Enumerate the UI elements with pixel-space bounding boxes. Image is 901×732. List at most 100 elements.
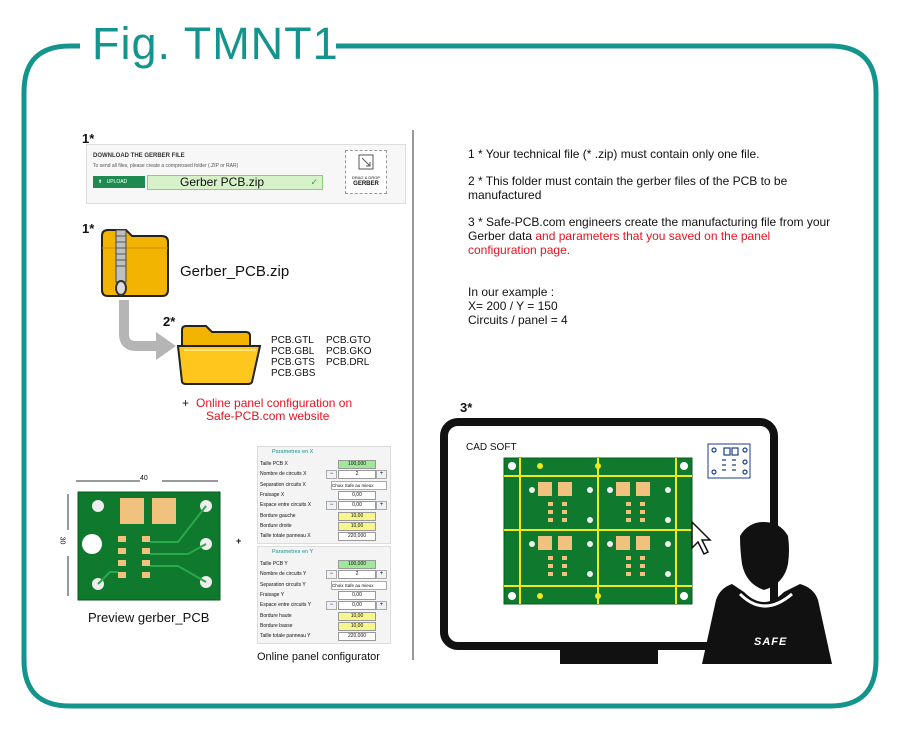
step1-marker: 1* <box>82 131 95 146</box>
check-icon: ✓ <box>310 177 318 187</box>
config-input[interactable]: 100,000 <box>338 560 376 569</box>
config-x-heading: Parametres en X <box>272 449 314 455</box>
configurator-caption: Online panel configurator <box>257 651 380 663</box>
config-input[interactable]: 0,00 <box>338 501 376 511</box>
config-input[interactable]: 10,00 <box>338 521 376 531</box>
upload-box: DOWNLOAD THE GERBER FILE To send all fil… <box>86 144 406 204</box>
config-row: Nombre de circuits Y 2− + <box>258 569 390 580</box>
config-input[interactable]: 0,00 <box>338 490 376 500</box>
config-input[interactable]: 10,00 <box>338 511 376 521</box>
config-row-label: Separation circuits X <box>260 481 306 488</box>
figure-title: Fig. TMNT1 <box>92 18 339 69</box>
shirt-logo: SAFE <box>754 636 788 648</box>
note-3-highlight: and parameters that you saved on the pan… <box>468 229 771 257</box>
config-input[interactable]: 2 <box>338 570 376 580</box>
config-row-label: Bordure gauche <box>260 512 296 519</box>
note-1: 1 * Your technical file (* .zip) must co… <box>468 147 760 161</box>
config-row: Bordure droite 10,00 <box>258 521 390 531</box>
upload-subtext: To send all files, please create a compr… <box>93 163 239 169</box>
gerber-file: PCB.GBL <box>271 346 315 357</box>
example-line: Circuits / panel = 4 <box>468 313 568 327</box>
config-row: Bordure gauche 10,00 <box>258 511 390 521</box>
config-row: Taille totale panneau X 220,000 <box>258 531 390 542</box>
drag-drop-title: GERBER <box>353 181 379 187</box>
example-line: In our example : <box>468 285 555 299</box>
config-input[interactable]: 10,00 <box>338 611 376 621</box>
preview-caption: Preview gerber_PCB <box>88 610 210 625</box>
config-y-heading: Parametres en Y <box>272 549 314 555</box>
config-input[interactable]: 220,000 <box>338 532 376 542</box>
config-select[interactable]: Choix Safe au mieux <box>331 580 387 590</box>
gerber-file: PCB.GBS <box>271 368 316 379</box>
online-config-line1: Online panel configuration on <box>196 396 353 410</box>
increment-button[interactable]: + <box>376 570 387 580</box>
drag-drop-icon <box>358 154 374 170</box>
gerber-file: PCB.GTO <box>326 335 371 346</box>
note-3: 3 * Safe-PCB.com engineers create the ma… <box>468 215 838 257</box>
config-row-label: Fraisage Y <box>260 591 285 598</box>
config-input[interactable]: 100,000 <box>338 460 376 469</box>
preview-width-dim: 40 <box>140 475 148 482</box>
decrement-button[interactable]: − <box>326 501 337 511</box>
preview-height-dim: 30 <box>58 536 66 545</box>
config-row-label: Taille totale panneau Y <box>260 633 311 640</box>
decrement-button[interactable]: − <box>326 470 337 480</box>
online-config-line2: Safe-PCB.com website <box>206 409 330 423</box>
drag-drop-zone[interactable]: DRAG & DROP GERBER <box>345 150 387 194</box>
upload-icon: ⬆ <box>98 179 103 185</box>
config-row: Espace entre circuits X 0,00− + <box>258 500 390 511</box>
note-3-text: 3 * Safe-PCB.com engineers create the ma… <box>468 215 831 243</box>
config-row: Fraisage Y 0,00 <box>258 590 390 600</box>
increment-button[interactable]: + <box>376 501 387 511</box>
config-row-label: Nombre de circuits X <box>260 471 307 478</box>
config-input[interactable]: 10,00 <box>338 621 376 631</box>
plus-sign: + <box>236 536 242 546</box>
example-line: X= 200 / Y = 150 <box>468 299 558 313</box>
zip-marker: 1* <box>82 221 95 236</box>
decrement-button[interactable]: − <box>326 570 337 580</box>
config-row: Separation circuits X Choix Safe au mieux <box>258 480 390 490</box>
open-folder-icon <box>176 325 262 385</box>
config-input[interactable]: 220,000 <box>338 632 376 642</box>
uploaded-file-name: Gerber PCB.zip <box>180 175 265 189</box>
config-row-label: Espace entre circuits X <box>260 502 312 509</box>
folder-marker: 2* <box>163 314 176 329</box>
gerber-file: PCB.GTL <box>271 335 314 346</box>
zip-label: Gerber_PCB.zip <box>180 263 290 280</box>
config-select[interactable]: Choix Safe au mieux <box>331 480 387 490</box>
gerber-files-col2: PCB.GTO PCB.GKO PCB.DRL <box>326 335 372 368</box>
note-2: 2 * This folder must contain the gerber … <box>468 174 788 202</box>
upload-button[interactable]: ⬆ UPLOAD <box>93 176 145 188</box>
gerber-file: PCB.DRL <box>326 357 370 368</box>
config-row: Nombre de circuits X 2− + <box>258 469 390 480</box>
config-row: Taille totale panneau Y 220,000 <box>258 631 390 642</box>
config-row-label: Nombre de circuits Y <box>260 571 307 578</box>
config-row-label: Bordure basse <box>260 622 293 629</box>
uploaded-file-field[interactable]: Gerber PCB.zip ✓ <box>147 175 323 190</box>
config-row-label: Bordure droite <box>260 522 292 529</box>
gerber-files-col1: PCB.GTL PCB.GBL PCB.GTS PCB.GBS <box>271 335 315 379</box>
gerber-file: PCB.GTS <box>271 357 315 368</box>
zip-folder-icon <box>101 229 169 297</box>
config-row-label: Taille totale panneau X <box>260 533 311 540</box>
decrement-button[interactable]: − <box>326 601 337 611</box>
gerber-file: PCB.GKO <box>326 346 372 357</box>
config-input[interactable]: 2 <box>338 470 376 480</box>
pcb-preview <box>67 480 221 601</box>
cad-soft-label: CAD SOFT <box>466 442 517 453</box>
increment-button[interactable]: + <box>376 601 387 611</box>
online-config-plus: + <box>182 396 190 410</box>
upload-button-label: UPLOAD <box>106 179 128 185</box>
config-input[interactable]: 0,00 <box>338 601 376 611</box>
increment-button[interactable]: + <box>376 470 387 480</box>
upload-heading: DOWNLOAD THE GERBER FILE <box>93 153 185 159</box>
config-input[interactable]: 0,00 <box>338 590 376 600</box>
